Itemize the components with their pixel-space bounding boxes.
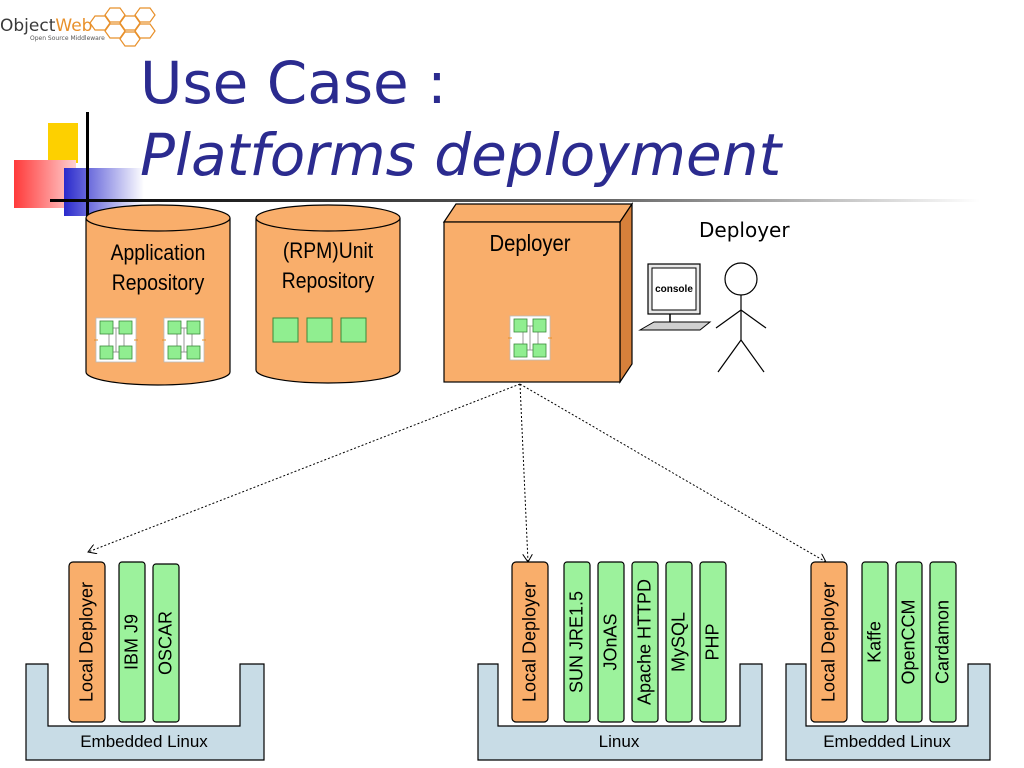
component-bar [597, 561, 625, 723]
component-bar [895, 561, 923, 723]
component-bar [699, 561, 727, 723]
platform-base [477, 663, 763, 761]
component-bar [511, 561, 549, 723]
component-label: Local Deployer [76, 581, 97, 703]
component-label: Kaffe [864, 621, 885, 663]
rpm-unit-icon [306, 317, 333, 343]
decor-vertical-line [86, 112, 89, 224]
component-bar [929, 561, 957, 723]
component-bar [665, 561, 693, 723]
label-line: (RPM)Unit [282, 238, 374, 263]
platform-base-label: Embedded Linux [80, 732, 208, 751]
platform-base-label: Linux [598, 732, 640, 751]
rpm-unit-repository-label: (RPM)Unit Repository [266, 236, 389, 296]
platform-2 [477, 561, 763, 761]
component-bar [861, 561, 889, 723]
component-label: Cardamon [932, 599, 953, 685]
rpm-unit-icon [272, 317, 299, 343]
component-module-icon [93, 317, 139, 363]
decor-yellow-square [48, 123, 78, 163]
component-bar [810, 561, 848, 723]
arrow-to-platform-2 [519, 383, 528, 562]
platform-base [25, 663, 265, 761]
component-label: Local Deployer [818, 581, 839, 703]
title-underline [50, 199, 980, 202]
component-label: IBM J9 [121, 614, 142, 671]
label-line: Application [110, 240, 206, 265]
component-bar [68, 561, 106, 723]
deployer-box-label: Deployer [489, 230, 571, 256]
console-computer-icon [638, 263, 712, 331]
arrow-to-platform-1 [88, 383, 521, 552]
console-label: console [655, 284, 693, 295]
component-bar [631, 561, 659, 723]
component-label: MySQL [668, 612, 689, 673]
component-bar [118, 561, 146, 723]
arrow-to-platform-3 [519, 383, 826, 562]
component-module-icon [161, 317, 207, 363]
application-repository-cylinder [85, 204, 231, 386]
component-bar [563, 561, 591, 723]
slide-title: Use Case : [140, 49, 447, 117]
platform-3 [785, 561, 991, 761]
platform-base-label: Embedded Linux [823, 732, 951, 751]
rpm-unit-repository-cylinder [255, 204, 401, 384]
component-label: OSCAR [155, 611, 176, 676]
component-module-icon [507, 315, 553, 361]
component-label: PHP [702, 623, 723, 661]
component-bar [152, 563, 180, 723]
deployment-arrows [88, 383, 826, 562]
label-line: Repository [281, 268, 375, 293]
label-line: Repository [111, 270, 205, 295]
logo-wordmark: ObjectWeb [0, 16, 93, 36]
component-label: Apache HTTPD [634, 578, 655, 706]
platform-1 [25, 561, 265, 761]
component-label: Local Deployer [519, 581, 540, 703]
slide-subtitle: Platforms deployment [140, 121, 782, 189]
component-label: JOnAS [600, 613, 621, 671]
deployer-box [442, 202, 634, 384]
rpm-unit-icon [340, 317, 367, 343]
component-label: OpenCCM [898, 599, 919, 685]
deployer-actor-icon [715, 262, 767, 373]
honeycomb-logo-icon [89, 7, 156, 47]
logo-tagline: Open Source Middleware [30, 35, 105, 42]
application-repository-label: Application Repository [96, 238, 219, 298]
platform-base [785, 663, 991, 761]
component-label: SUN JRE1.5 [566, 590, 587, 694]
deployer-actor-label: Deployer [699, 218, 790, 242]
objectweb-logo: ObjectWeb Open Source Middleware [0, 4, 160, 54]
